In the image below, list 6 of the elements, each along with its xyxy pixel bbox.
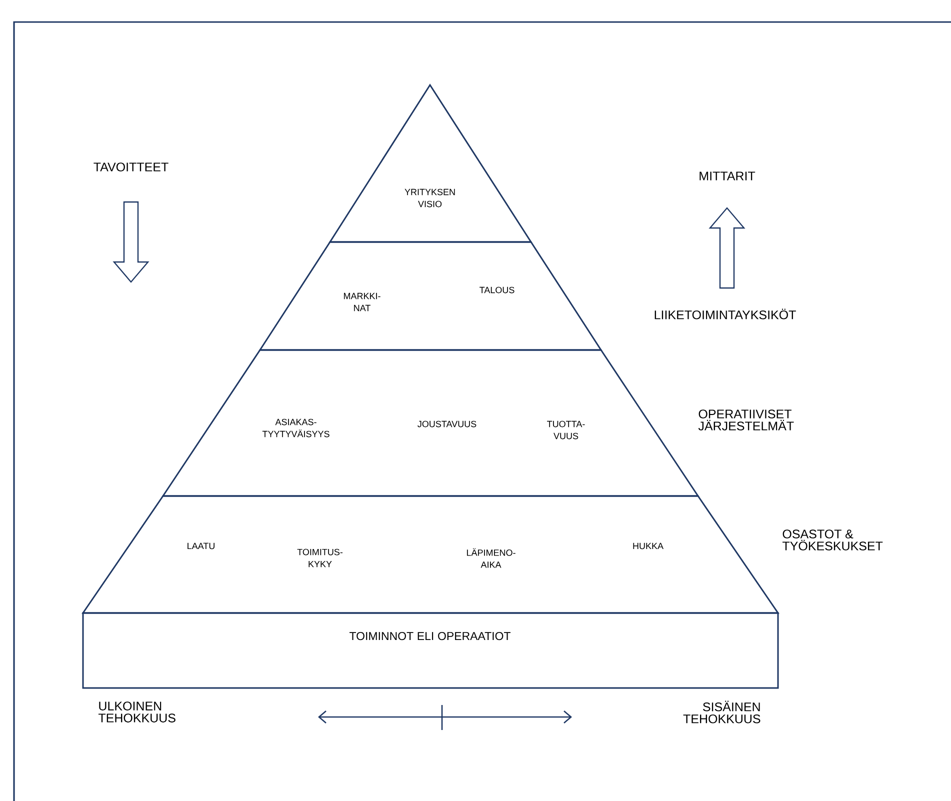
level-label: MITTARIT [700, 172, 756, 180]
pyramid-base: TOIMINNOT ELI OPERAATIOT [82, 612, 779, 689]
level-label: LIIKETOIMINTAYKSIKÖT [654, 308, 796, 320]
level-label: SISÄINEN TEHOKKUUS [683, 700, 760, 724]
level-label: ULKOINEN TEHOKKUUS [98, 702, 176, 722]
level-label: TAVOITTEET [94, 162, 168, 172]
